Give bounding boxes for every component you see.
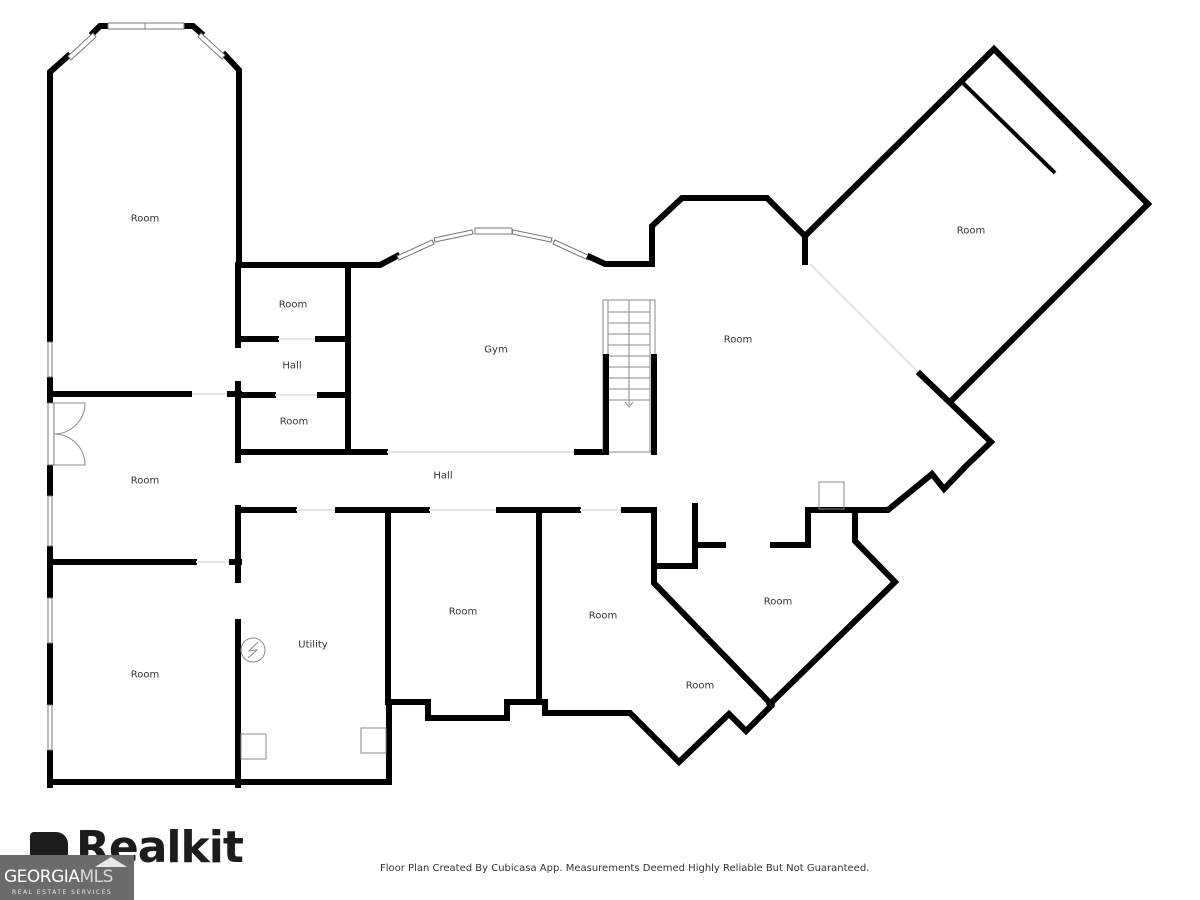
room-label: Room: [130, 669, 160, 681]
hall-label: Hall: [282, 360, 302, 372]
fixture-box: [240, 733, 267, 760]
realkit-logo: Realkit: [30, 822, 244, 873]
utility-label: Utility: [298, 639, 328, 651]
mls-accent-text: MLS: [79, 867, 113, 887]
fixture-box: [360, 727, 387, 754]
hall-label: Hall: [433, 470, 453, 482]
room-label: Room: [956, 225, 986, 237]
room-label: Room: [588, 610, 618, 622]
georgia-mls-title: GEORGIAMLS: [4, 867, 113, 887]
room-label: Room: [685, 680, 715, 692]
room-label: Room: [279, 416, 309, 428]
room-label: Room: [278, 299, 308, 311]
fixture-box: [818, 481, 845, 510]
georgia-mls-subtitle: REAL ESTATE SERVICES: [12, 889, 113, 896]
left-tall-room-walls: [47, 22, 242, 788]
gym-label: Gym: [484, 344, 508, 356]
stairs-icon: [602, 299, 657, 455]
room-label: Room: [130, 213, 160, 225]
electrical-panel-icon: [240, 637, 266, 663]
georgia-mls-badge: GEORGIAMLS REAL ESTATE SERVICES: [0, 855, 134, 900]
roof-icon: [95, 857, 127, 867]
double-door-icon: [46, 402, 86, 466]
disclaimer-note: Floor Plan Created By Cubicasa App. Meas…: [380, 863, 870, 874]
mls-main-text: GEORGIA: [4, 867, 80, 887]
room-label: Room: [130, 475, 160, 487]
room-label: Room: [448, 606, 478, 618]
room-label: Room: [763, 596, 793, 608]
room-label: Room: [723, 334, 753, 346]
